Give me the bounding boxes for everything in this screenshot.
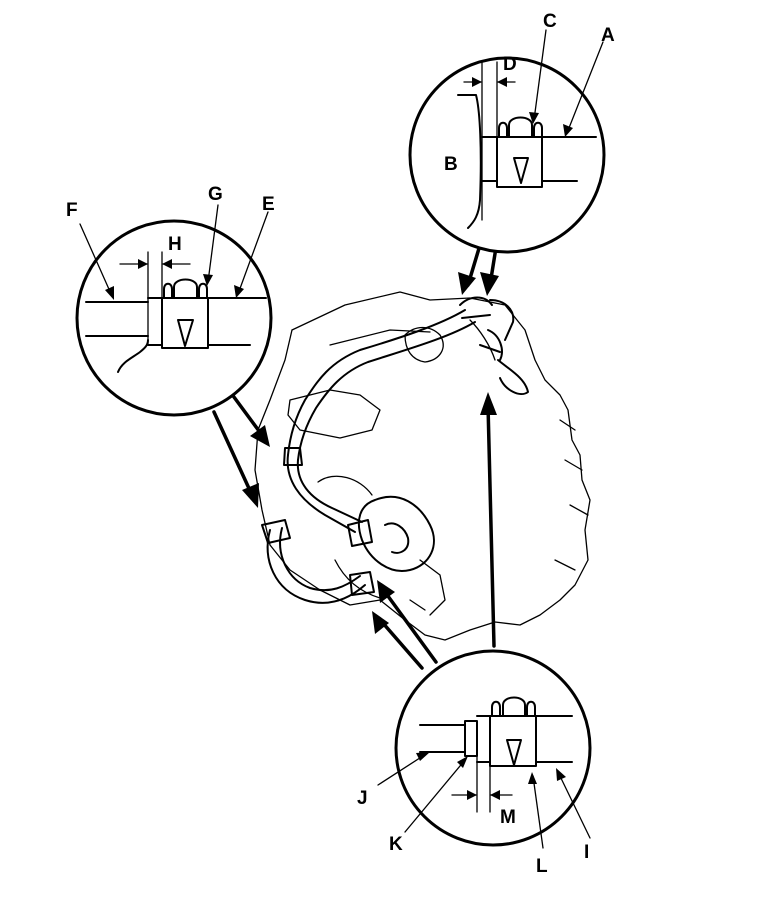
callout-b: B: [444, 154, 458, 175]
atf-cooler-lines: [261, 296, 529, 604]
callout-a: A: [601, 25, 615, 46]
callout-l: L: [536, 856, 548, 877]
callout-m: M: [500, 807, 516, 828]
callout-labels: A B C D E F G H I J K L M: [66, 11, 615, 877]
callout-j: J: [357, 788, 368, 809]
callout-g: G: [208, 184, 223, 205]
detail-circle-top: [408, 29, 606, 254]
pointer-arrows: [212, 233, 500, 670]
detail-circle-left: [75, 204, 273, 417]
callout-d: D: [503, 54, 517, 75]
callout-k: K: [389, 834, 403, 855]
callout-e: E: [262, 194, 275, 215]
transmission-housing: [254, 291, 591, 641]
callout-i: I: [584, 842, 589, 863]
detail-circle-bottom: [377, 649, 592, 849]
callout-c: C: [543, 11, 557, 32]
callout-f: F: [66, 200, 78, 221]
callout-h: H: [168, 234, 182, 255]
